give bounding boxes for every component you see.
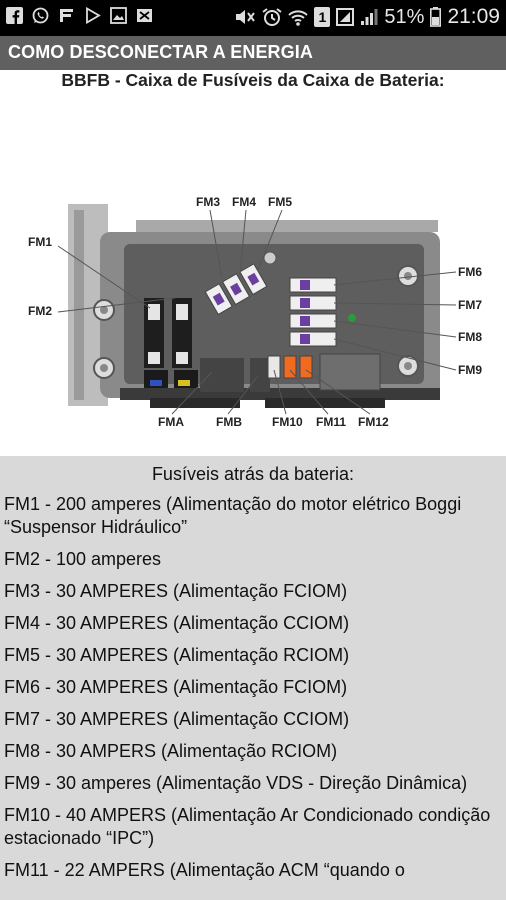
facebook-icon xyxy=(6,7,23,24)
wifi-icon xyxy=(288,10,309,26)
list-item: FM5 - 30 AMPERES (Alimentação RCIOM) xyxy=(4,645,350,665)
app-bar: COMO DESCONECTAR A ENERGIA xyxy=(0,36,506,70)
label-fm1: FM1 xyxy=(28,235,52,249)
battery-icon xyxy=(430,7,442,27)
label-fm9: FM9 xyxy=(458,363,482,377)
alarm-icon xyxy=(262,8,283,26)
label-fmb: FMB xyxy=(216,415,242,429)
app-notification-icon xyxy=(60,9,73,22)
fuse-fm1 xyxy=(144,298,164,368)
label-fm4: FM4 xyxy=(232,195,256,209)
page-title: COMO DESCONECTAR A ENERGIA xyxy=(8,42,313,62)
fuse-box-image-panel: BBFB - Caixa de Fusíveis da Caixa de Bat… xyxy=(0,70,506,456)
clock: 21:09 xyxy=(447,5,500,28)
battery-percent: 51% xyxy=(384,5,425,28)
mute-icon xyxy=(236,10,256,24)
bolt-bottom-left xyxy=(93,357,115,379)
sim-icon: 1 xyxy=(314,7,331,27)
list-item: FM10 - 40 AMPERS (Alimentação Ar Condici… xyxy=(4,805,491,848)
label-fm2: FM2 xyxy=(28,304,52,318)
list-item: FM2 - 100 amperes xyxy=(4,549,162,569)
fuse-fm10 xyxy=(267,355,281,379)
image-icon xyxy=(110,7,127,24)
diagram-title: BBFB - Caixa de Fusíveis da Caixa de Bat… xyxy=(61,70,445,90)
bolt-bottom-right xyxy=(397,355,419,377)
system-icons: 1 51% 21:09 xyxy=(234,5,500,29)
list-item: FM11 - 22 AMPERS (Alimentação ACM “quand… xyxy=(4,860,405,880)
list-item: FM1 - 200 amperes (Alimentação do motor … xyxy=(4,494,462,537)
fuse-fm8 xyxy=(289,313,337,329)
list-item: FM4 - 30 AMPERES (Alimentação CCIOM) xyxy=(4,613,350,633)
fuse-fm11 xyxy=(283,355,297,379)
fuse-fm9 xyxy=(289,331,337,347)
label-fm8: FM8 xyxy=(458,330,482,344)
fuse-fm12 xyxy=(299,355,313,379)
label-fm12: FM12 xyxy=(358,415,389,429)
fuse-fm3-fm5 xyxy=(204,263,268,316)
label-fm10: FM10 xyxy=(272,415,303,429)
notification-icons xyxy=(6,7,153,24)
fuse-box-diagram: FM3 FM4 FM5 FM1 FM2 FM6 FM7 FM8 FM9 FMA … xyxy=(28,195,482,429)
signal-strength-icon xyxy=(361,9,378,25)
leader-lines xyxy=(57,209,457,415)
label-fm6: FM6 xyxy=(458,265,482,279)
mail-icon xyxy=(137,9,152,22)
list-item: FM7 - 30 AMPERES (Alimentação CCIOM) xyxy=(4,709,350,729)
label-fma: FMA xyxy=(158,415,184,429)
label-fm11: FM11 xyxy=(316,415,346,429)
bolt-top-left xyxy=(93,299,115,321)
fuse-fm6 xyxy=(289,277,337,293)
fuse-fmb xyxy=(250,358,270,392)
whatsapp-icon xyxy=(32,7,49,24)
signal-box-icon xyxy=(336,8,355,26)
list-item: FM9 - 30 amperes (Alimentação VDS - Dire… xyxy=(4,773,468,793)
list-item: FM6 - 30 AMPERES (Alimentação FCIOM) xyxy=(4,677,348,697)
play-icon xyxy=(86,7,101,24)
list-item: FM3 - 30 AMPERES (Alimentação FCIOM) xyxy=(4,581,348,601)
list-item: FM8 - 30 AMPERS (Alimentação RCIOM) xyxy=(4,741,338,761)
label-fm7: FM7 xyxy=(458,298,482,312)
top-frame xyxy=(136,220,438,232)
fuse-description-section: Fusíveis atrás da bateria: FM1 - 200 amp… xyxy=(0,456,506,900)
section-heading: Fusíveis atrás da bateria: xyxy=(151,464,355,484)
status-bar: 1 51% 21:09 xyxy=(0,0,506,36)
fuse-fm7 xyxy=(289,295,337,311)
label-fm3: FM3 xyxy=(196,195,220,209)
fuse-fm2 xyxy=(172,298,192,368)
label-fm5: FM5 xyxy=(268,195,292,209)
fuse-fma xyxy=(200,358,244,392)
